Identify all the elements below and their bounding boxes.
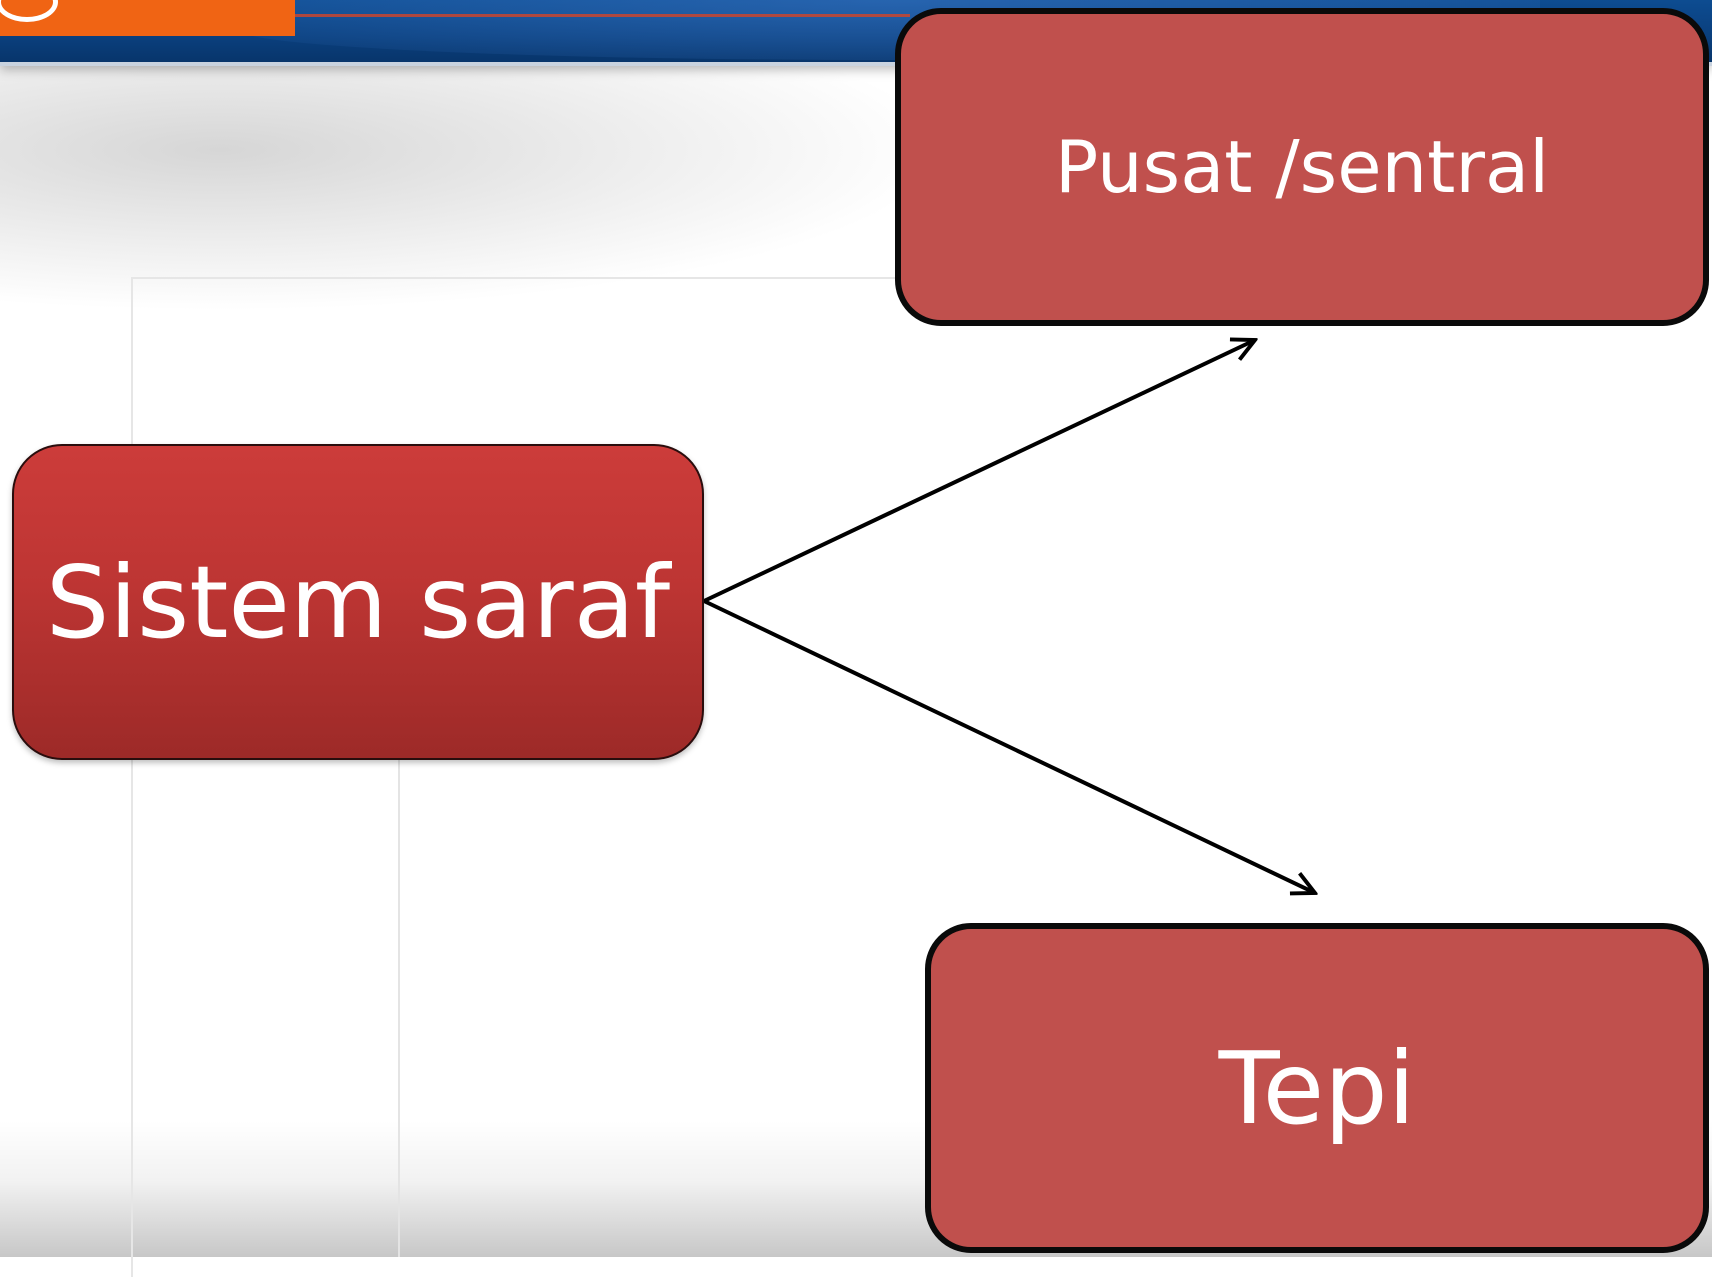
background-frame [131, 277, 1131, 1277]
arrow-to-peripheral [703, 599, 1315, 893]
brand-logo [0, 0, 295, 36]
node-nervous-system: Sistem saraf [12, 444, 704, 760]
node-central: Pusat /sentral [895, 8, 1709, 326]
background-divider [398, 760, 400, 1257]
node-peripheral: Tepi [925, 923, 1709, 1253]
arrow-to-central [703, 340, 1255, 603]
node-nervous-system-label: Sistem saraf [45, 543, 671, 661]
node-central-label: Pusat /sentral [1054, 125, 1550, 209]
node-peripheral-label: Tepi [1218, 1029, 1416, 1147]
header-accent-line [290, 14, 910, 17]
